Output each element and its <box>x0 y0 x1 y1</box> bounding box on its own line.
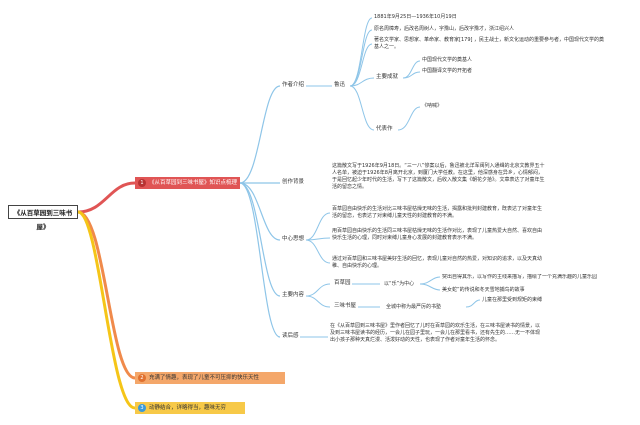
root-topic[interactable]: 《从百草园到三味书屋》 <box>8 205 78 231</box>
branch-label: 《从百草园到三味书屋》知识点梳理 <box>149 180 238 186</box>
branch-label: 动静结合，详略得当，趣味无穷 <box>149 405 227 411</box>
branch-childhood[interactable]: 2 充满了情趣，表现了儿童不可压抑的快乐天性 <box>135 372 285 384</box>
node-afterword[interactable]: 读后感 <box>282 333 299 339</box>
theme-text: 用百草园自由快乐的生活同三味书屋枯燥无味的生活作对比，表现了儿童热爱大自然、喜欢… <box>332 228 543 241</box>
achievement-item: 中国现代文学的奠基人 <box>422 57 473 63</box>
afterword-text: 在《从百草园到三味书屋》里作者回忆了儿时在百草园的欢乐生活，在三味书屋读书的情景… <box>330 323 541 343</box>
node-school[interactable]: 三味书屋 <box>334 303 357 309</box>
author-dates: 1881年9月25日—1936年10月19日 <box>374 14 457 20</box>
garden-sub: 以“乐”为中心 <box>384 281 415 287</box>
node-content[interactable]: 主要内容 <box>282 292 305 298</box>
school-sub: 全城中称为最严厉的书塾 <box>386 304 442 310</box>
node-theme[interactable]: 中心思想 <box>282 236 305 242</box>
branch-number: 2 <box>138 374 146 382</box>
node-author-intro[interactable]: 作者介绍 <box>282 82 305 88</box>
author-roles: 著名文学家、思想家、革命家、教育家[179] ，民主战士，新文化运动的重要参与者… <box>374 37 605 50</box>
node-background[interactable]: 创作背景 <box>282 179 305 185</box>
school-item: 儿童在那里受到规矩的束缚 <box>482 297 543 303</box>
author-names: 原名周樟寿，后改名周树人，字豫山，后改字豫才，浙江绍兴人 <box>374 26 515 32</box>
branch-knowledge[interactable]: 1 《从百草园到三味书屋》知识点梳理 <box>135 177 240 189</box>
node-achievements[interactable]: 主要成就 <box>376 74 399 80</box>
achievement-item: 中国翻译文学的开拓者 <box>422 68 473 74</box>
background-text: 这篇散文写于1926年9月18日。“三一八”惨案以后，鲁迅被北洋军阀列入通缉的北… <box>332 163 545 190</box>
branch-number: 3 <box>138 404 146 412</box>
branch-number: 1 <box>138 179 146 187</box>
node-works[interactable]: 代表作 <box>376 126 393 132</box>
branch-label: 充满了情趣，表现了儿童不可压抑的快乐天性 <box>149 375 260 381</box>
node-garden[interactable]: 百草园 <box>334 280 351 286</box>
garden-item: 突出自得其乐，以写作的主线来描写，描绘了一个充满乐趣的儿童乐园 <box>442 274 598 280</box>
node-author-name[interactable]: 鲁迅 <box>334 82 346 88</box>
garden-item: 美女蛇”的传说和冬天雪地捕鸟的故事 <box>442 287 525 293</box>
theme-text: 百草园自由快乐的生活对比三味书屋枯燥无味的生活，揭露和批判封建教育，既表达了对童… <box>332 206 543 219</box>
work-item: 《呐喊》 <box>422 103 443 109</box>
theme-text: 通过对百草园和三味书屋美好生活的回忆，表现儿童对自然的热爱，对知识的追求，以及天… <box>332 256 543 269</box>
branch-style[interactable]: 3 动静结合，详略得当，趣味无穷 <box>135 402 245 414</box>
